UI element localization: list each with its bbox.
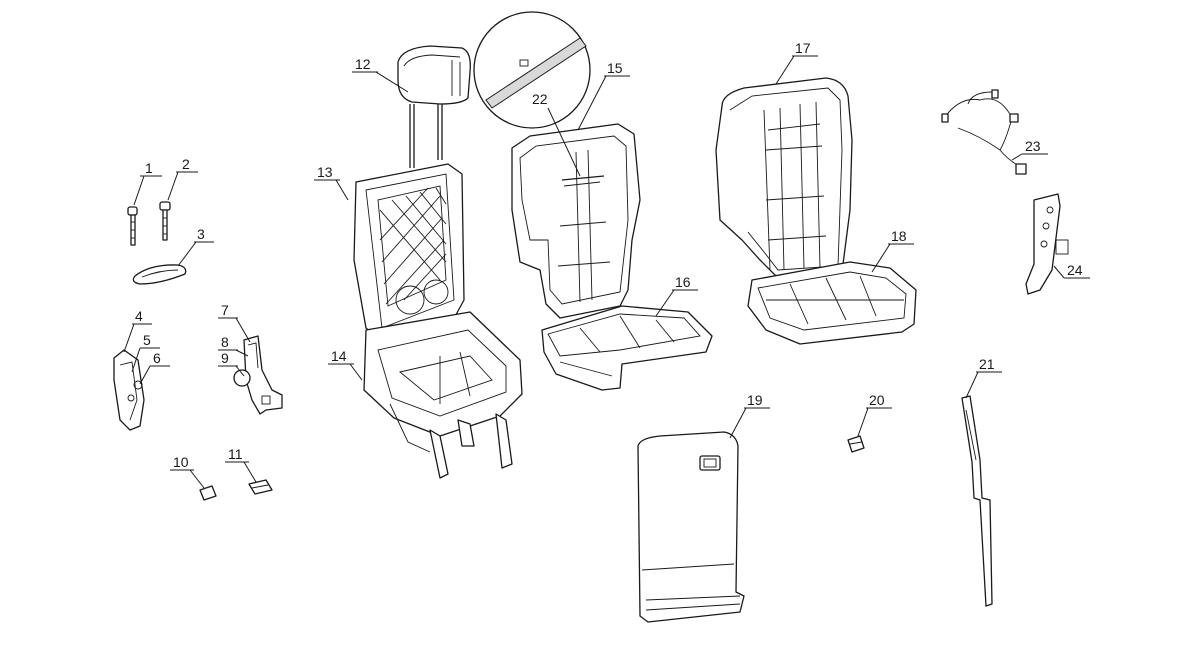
callout-17: 17 — [775, 40, 818, 85]
callout-4: 4 — [123, 308, 152, 353]
callout-14-label: 14 — [331, 348, 347, 364]
part-14-seat-base-frame — [363, 311, 523, 479]
callout-10-label: 10 — [173, 454, 189, 470]
callout-16: 16 — [655, 274, 698, 317]
callout-1-label: 1 — [145, 160, 153, 176]
part-23-wire-harness — [941, 89, 1027, 175]
callout-21-label: 21 — [979, 356, 995, 372]
callout-1: 1 — [133, 160, 162, 206]
callout-21: 21 — [965, 356, 1002, 399]
part-12-headrest — [397, 45, 471, 168]
part-18-seat-cushion-trim — [747, 261, 917, 345]
part-21-rail — [961, 395, 993, 607]
part-3-handle — [132, 264, 187, 285]
callout-24: 24 — [1053, 262, 1090, 279]
callout-11-label: 11 — [228, 446, 243, 462]
callout-15: 15 — [577, 60, 630, 131]
part-13-seat-back-frame — [353, 163, 465, 341]
callout-23: 23 — [1011, 138, 1048, 161]
callout-6-label: 6 — [153, 350, 161, 366]
callout-16-label: 16 — [675, 274, 691, 290]
part-11-clip — [248, 479, 273, 495]
part-1-bolt — [127, 206, 138, 246]
part-19-back-panel — [637, 431, 745, 623]
part-16-seat-cushion — [541, 305, 713, 391]
callout-18-label: 18 — [891, 228, 907, 244]
part-4-side-bracket — [113, 349, 145, 431]
callout-6: 6 — [139, 350, 170, 385]
callout-10: 10 — [170, 454, 205, 489]
part-10-clip — [199, 485, 217, 501]
callout-4-label: 4 — [135, 308, 143, 324]
callout-19: 19 — [729, 392, 770, 439]
callout-19-label: 19 — [747, 392, 763, 408]
callout-22-label: 22 — [532, 91, 548, 107]
callout-12-label: 12 — [355, 56, 371, 72]
callout-11: 11 — [225, 446, 257, 483]
callout-8-label: 8 — [221, 334, 229, 350]
callout-7: 7 — [218, 302, 251, 343]
part-7-latch-mechanism — [233, 335, 283, 415]
part-22-seat-trim-rail — [561, 175, 605, 181]
callout-13-label: 13 — [317, 164, 333, 180]
callout-18: 18 — [871, 228, 914, 273]
callout-14: 14 — [328, 348, 363, 381]
part-22-detail-inset — [473, 11, 591, 129]
callout-5-label: 5 — [143, 332, 151, 348]
callout-20: 20 — [857, 392, 892, 437]
callout-20-label: 20 — [869, 392, 885, 408]
callout-13: 13 — [314, 164, 349, 201]
callout-8: 8 — [218, 334, 249, 357]
callout-12: 12 — [352, 56, 409, 93]
callout-3: 3 — [177, 226, 214, 267]
callout-9: 9 — [218, 350, 245, 377]
part-20-clip — [847, 435, 865, 453]
part-2-bolt — [159, 201, 171, 241]
callout-5: 5 — [131, 332, 160, 373]
callout-7-label: 7 — [221, 302, 229, 318]
callout-23-label: 23 — [1025, 138, 1041, 154]
callout-15-label: 15 — [607, 60, 623, 76]
part-15-seat-back-cushion — [511, 123, 641, 319]
callout-2: 2 — [167, 156, 198, 201]
callout-2-label: 2 — [182, 156, 190, 172]
callout-17-label: 17 — [795, 40, 811, 56]
callout-3-label: 3 — [197, 226, 205, 242]
part-24-bracket — [1025, 193, 1069, 295]
part-17-seat-back-trim — [715, 77, 853, 279]
callout-24-label: 24 — [1067, 262, 1083, 278]
callout-22: 22 — [532, 91, 581, 177]
callout-9-label: 9 — [221, 350, 229, 366]
